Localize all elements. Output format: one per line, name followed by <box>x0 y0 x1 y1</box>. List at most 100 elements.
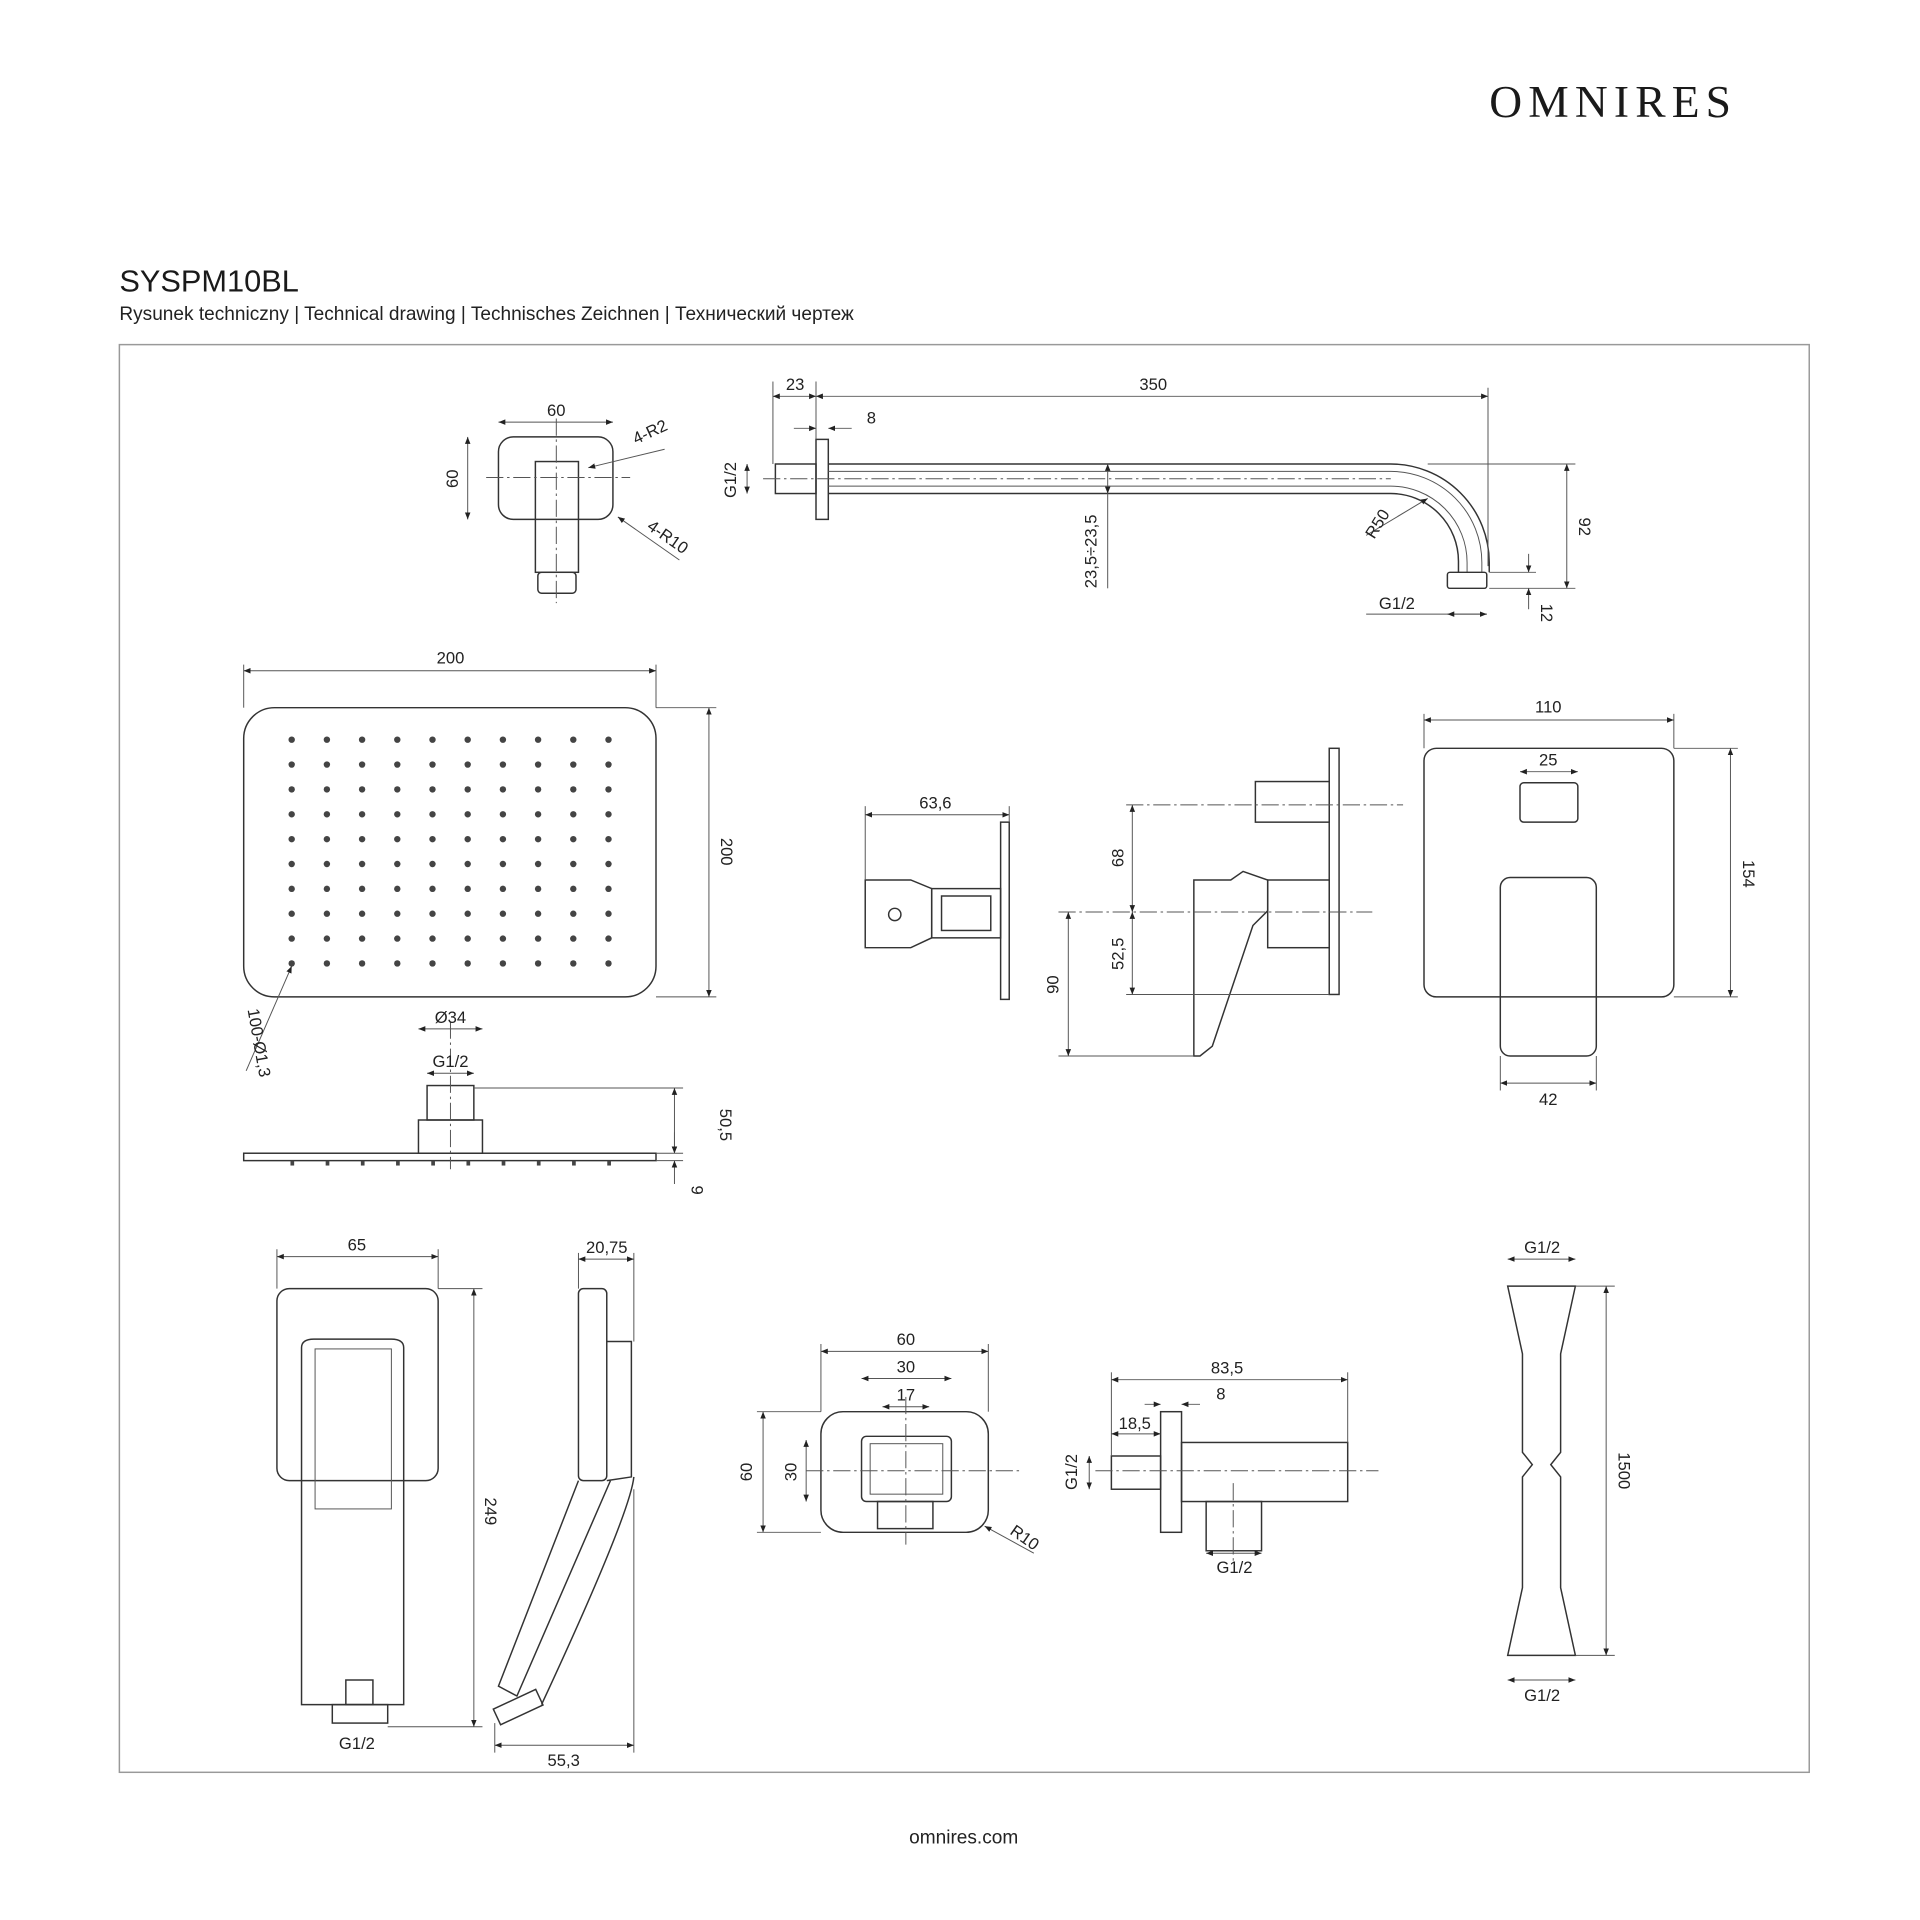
nozzle-dot <box>323 910 331 917</box>
nozzle-dot <box>323 761 331 768</box>
nozzle-dot <box>499 811 507 818</box>
nozzle-dot <box>534 786 542 793</box>
shower-hose: G1/2 1500 G1/2 <box>1506 1238 1633 1705</box>
dim-label: 83,5 <box>1211 1359 1243 1378</box>
dim-label: 60 <box>443 470 462 488</box>
dim-label: G1/2 <box>339 1734 375 1753</box>
nozzle-dot <box>358 811 366 818</box>
nozzle-dot <box>605 935 612 942</box>
nozzle-dot <box>288 885 295 893</box>
nozzle-dot <box>499 860 507 868</box>
nozzle-dot <box>605 860 612 868</box>
nozzle-dot <box>499 960 507 967</box>
nozzle-dot <box>394 960 401 967</box>
dim-label: G1/2 <box>1524 1238 1560 1257</box>
nozzle-dot <box>570 910 577 917</box>
dim-label: 25 <box>1539 751 1557 770</box>
nozzle-tip <box>607 1160 611 1166</box>
nozzle-dot <box>570 786 577 793</box>
nozzle-dot <box>464 835 471 843</box>
nozzle-dot <box>499 935 507 942</box>
brand-logo: OMNIRES <box>1489 76 1737 127</box>
nozzle-dot <box>358 960 366 967</box>
nozzle-dot <box>605 960 612 967</box>
nozzle-dot <box>323 885 331 893</box>
dim-label: 50,5 <box>716 1109 735 1141</box>
nozzle-dot <box>394 786 401 793</box>
nozzle-dot <box>429 935 436 942</box>
website-link[interactable]: omnires.com <box>909 1828 1018 1849</box>
rain-shower-head-top-view: 200 200 100-Ø1,3 <box>242 648 736 1078</box>
nozzle-dot <box>288 835 295 843</box>
dim-label: 60 <box>737 1463 756 1481</box>
nozzle-dot <box>394 935 401 942</box>
nozzle-dot <box>358 736 366 743</box>
dim-label: 18,5 <box>1119 1414 1151 1433</box>
shower-arm-side-view: 23 350 8 G1/2 23,5÷23,5 R50 92 12 G1/2 <box>721 375 1594 622</box>
nozzle-dot <box>499 835 507 843</box>
nozzle-dot <box>534 860 542 868</box>
dim-label: 30 <box>897 1357 915 1376</box>
nozzle-dot <box>464 910 471 917</box>
dim-label: 55,3 <box>548 1751 580 1770</box>
nozzle-tip <box>572 1160 576 1166</box>
nozzle-dot <box>429 860 436 868</box>
nozzle-dot <box>464 761 471 768</box>
nozzle-dot <box>429 910 436 917</box>
dim-label: 23 <box>786 375 804 394</box>
drawing-frame <box>118 343 1810 1774</box>
dim-label: G1/2 <box>1216 1558 1252 1577</box>
nozzle-dot <box>605 910 612 917</box>
nozzle-dot <box>394 761 401 768</box>
nozzle-dot <box>464 786 471 793</box>
dim-label: 9 <box>688 1186 707 1195</box>
nozzle-dot <box>288 811 295 818</box>
nozzle-dot <box>605 811 612 818</box>
dim-label: 63,6 <box>919 794 951 813</box>
nozzle-dot <box>570 885 577 893</box>
nozzle-dot <box>394 910 401 917</box>
nozzle-dot <box>288 910 295 917</box>
mixer-side-view: 63,6 <box>864 794 1010 1001</box>
dim-label: R10 <box>1007 1521 1043 1554</box>
nozzle-dot <box>605 885 612 893</box>
dim-label: 52,5 <box>1109 938 1128 970</box>
nozzle-dot <box>534 736 542 743</box>
nozzle-tip <box>290 1160 295 1166</box>
nozzle-dot <box>323 736 331 743</box>
dim-label: G1/2 <box>721 462 740 498</box>
wall-outlet-front-view: 60 30 17 60 30 R10 <box>737 1330 1043 1554</box>
nozzle-dot <box>534 910 542 917</box>
nozzle-dot <box>394 885 401 893</box>
mixer-side-view-with-lever: 68 52,5 90 <box>1043 747 1404 1057</box>
dim-label: G1/2 <box>1379 594 1415 613</box>
nozzle-dot <box>394 835 401 843</box>
dim-label: 1500 <box>1614 1452 1633 1489</box>
dim-label: R50 <box>1361 506 1393 542</box>
nozzle-dot <box>464 935 471 942</box>
nozzle-dot <box>323 811 331 818</box>
dim-label: G1/2 <box>1062 1454 1081 1490</box>
nozzle-dot <box>323 786 331 793</box>
nozzle-dot <box>605 736 612 743</box>
nozzle-dot <box>429 960 436 967</box>
nozzle-dot <box>570 960 577 967</box>
nozzle-dot <box>464 811 471 818</box>
nozzle-tip <box>536 1160 541 1166</box>
nozzle-dot <box>605 835 612 843</box>
nozzle-tip <box>325 1160 330 1166</box>
dim-label: 65 <box>348 1235 366 1254</box>
mixer-front-view: 110 25 154 42 <box>1423 698 1758 1109</box>
nozzle-dot <box>323 935 331 942</box>
nozzle-dot <box>429 835 436 843</box>
nozzle-dot <box>288 860 295 868</box>
nozzle-dot <box>570 761 577 768</box>
nozzle-dot <box>570 860 577 868</box>
nozzle-dot <box>429 786 436 793</box>
dim-label: 68 <box>1109 849 1128 867</box>
rain-shower-head-side-view: Ø34 G1/2 50,5 9 <box>242 1008 735 1195</box>
dim-label: 90 <box>1043 975 1062 993</box>
nozzle-dot <box>534 935 542 942</box>
nozzle-dot <box>534 761 542 768</box>
nozzle-dot <box>394 811 401 818</box>
